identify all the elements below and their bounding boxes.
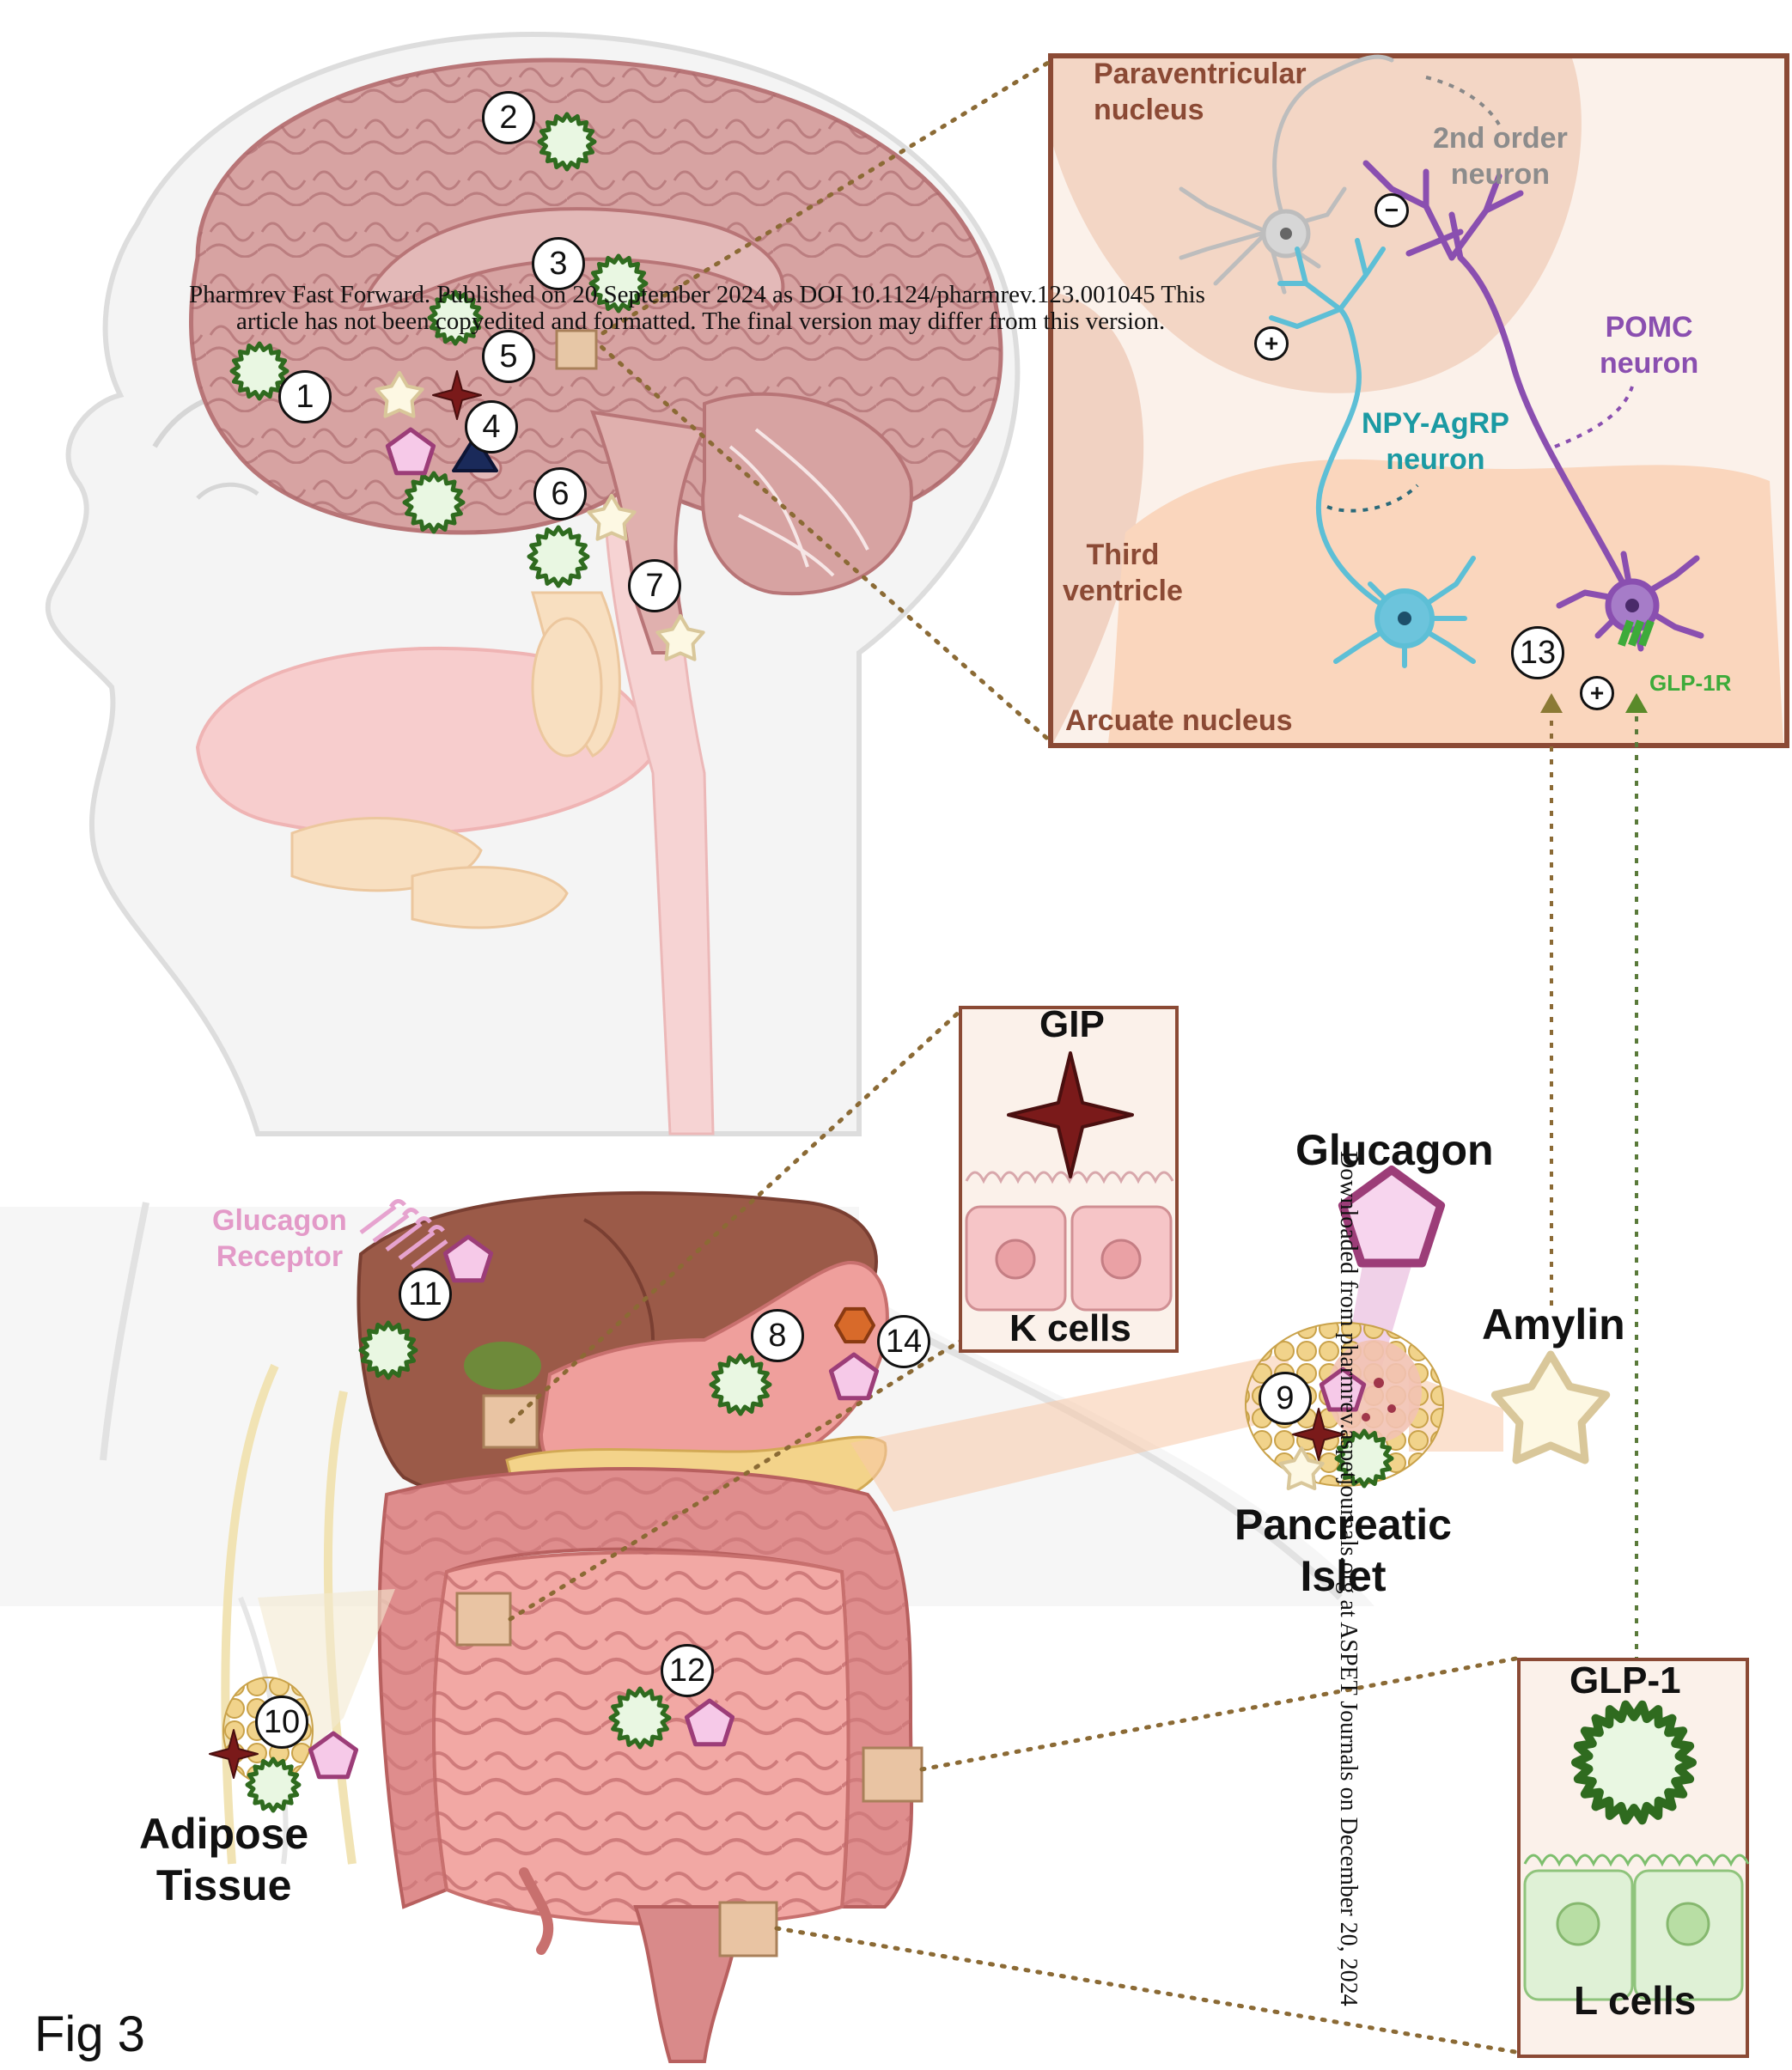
sample-box-rectum — [720, 1903, 777, 1956]
hypothalamus-region-box — [557, 331, 596, 368]
marker-10: 10 — [255, 1696, 308, 1749]
glp1-symbol-6 — [529, 527, 588, 586]
pancreatic-islet-label: Pancreatic Islet — [1234, 1499, 1452, 1602]
glp1-symbol-11 — [611, 1689, 669, 1747]
l-cells-label: L cells — [1574, 1977, 1696, 2024]
glucagon-label: Glucagon — [1295, 1125, 1494, 1175]
third-ventricle-label: Third ventricle — [1063, 537, 1183, 609]
hexagon-symbol — [836, 1309, 874, 1342]
marker-6: 6 — [533, 467, 587, 521]
glp1-symbol-8 — [711, 1355, 770, 1414]
marker-5: 5 — [482, 330, 535, 383]
marker-4: 4 — [465, 400, 518, 454]
publication-notice-line1: Pharmrev Fast Forward. Published on 20 S… — [189, 281, 1205, 309]
pomc-label: POMC neuron — [1600, 309, 1698, 381]
glp1-label: GLP-1 — [1570, 1659, 1681, 1702]
marker-13: 13 — [1511, 626, 1564, 679]
adipose-tissue-label: Adipose Tissue — [139, 1808, 308, 1911]
sample-box-colon — [863, 1748, 922, 1801]
gip-label: GIP — [1039, 1003, 1105, 1046]
amylin-symbol-large — [1495, 1355, 1606, 1460]
marker-8: 8 — [751, 1309, 804, 1362]
amylin-label: Amylin — [1482, 1300, 1625, 1349]
arcuate-label: Arcuate nucleus — [1065, 704, 1293, 738]
marker-2: 2 — [482, 91, 535, 144]
excite-sign-arcuate: + — [1580, 676, 1614, 710]
glp1-symbol-2 — [539, 114, 594, 169]
figure-label: Fig 3 — [34, 2006, 145, 2063]
excite-sign-npy: + — [1254, 326, 1289, 361]
npy-label: NPY-AgRP neuron — [1362, 405, 1509, 478]
glucagon-receptor-label: Glucagon Receptor — [212, 1202, 347, 1275]
publication-notice-line2: article has not been copyedited and form… — [236, 307, 1165, 336]
inhibit-sign: − — [1374, 193, 1409, 228]
lcell-connector-2 — [777, 1928, 1521, 2053]
glp1-symbol-7 — [361, 1323, 416, 1378]
marker-12: 12 — [661, 1644, 714, 1697]
marker-3: 3 — [532, 237, 585, 290]
marker-14: 14 — [877, 1315, 930, 1368]
glp1-symbol-10 — [247, 1759, 299, 1811]
marker-7: 7 — [628, 559, 681, 612]
second-order-label: 2nd order neuron — [1433, 120, 1568, 192]
glp1-symbol-5 — [405, 473, 463, 532]
lcell-connector-1 — [922, 1658, 1521, 1769]
paraventricular-label: Paraventricular nucleus — [1094, 56, 1307, 128]
k-cells-label: K cells — [1009, 1307, 1131, 1350]
marker-9: 9 — [1259, 1372, 1312, 1425]
sample-box-jejunum — [457, 1593, 510, 1645]
marker-1: 1 — [278, 370, 332, 423]
glp1-symbol-large — [1576, 1705, 1692, 1821]
glp1r-label: GLP-1R — [1649, 670, 1731, 697]
marker-11: 11 — [399, 1268, 452, 1321]
